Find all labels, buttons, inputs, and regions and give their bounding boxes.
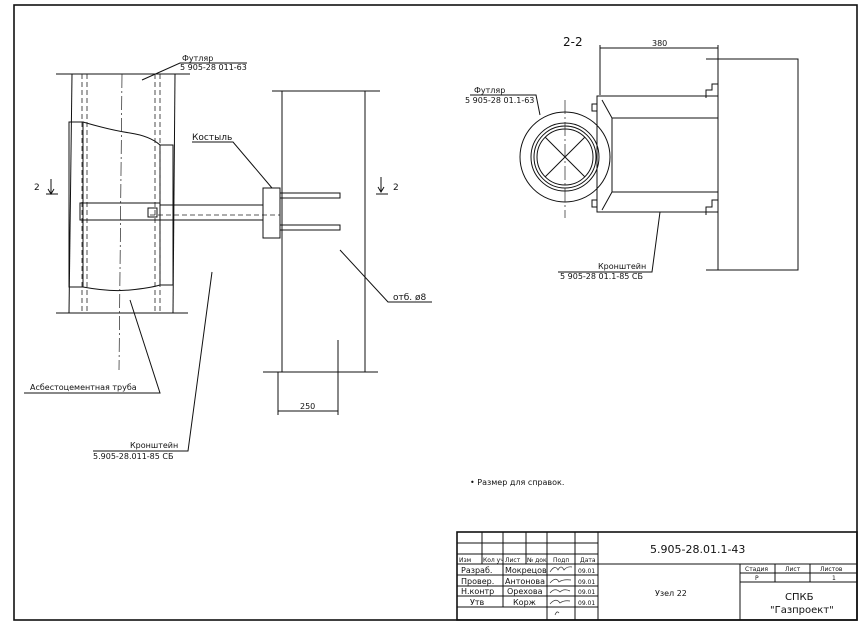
svg-text:Кол уч: Кол уч — [483, 557, 504, 564]
label-hole: отб. ø8 — [393, 293, 427, 303]
label-bracket-code: 5.905-28.011-85 СБ — [93, 452, 173, 461]
dimension-380: 380 — [652, 39, 667, 48]
drawing-frame — [13, 4, 858, 621]
bracket-rod — [159, 204, 264, 221]
note-reference-size: • Размер для справок. — [470, 478, 564, 487]
label-bracket-right: Кронштейн — [598, 262, 646, 271]
label-bracket-code-right: 5 905-28 01.1-85 СБ — [560, 272, 643, 281]
svg-text:Подп: Подп — [553, 557, 569, 564]
label-crutch: Костыль — [192, 133, 232, 143]
svg-text:Провер.: Провер. — [461, 577, 494, 586]
org-name: СПКБ — [785, 592, 814, 603]
svg-text:Дата: Дата — [580, 557, 596, 564]
svg-text:Антонова: Антонова — [505, 577, 545, 586]
svg-text:Разраб.: Разраб. — [461, 566, 492, 575]
svg-text:09.01: 09.01 — [578, 600, 595, 607]
drawing-name: Узел 22 — [655, 589, 687, 598]
signature-row: Провер. Антонова 09.01 — [461, 577, 595, 586]
svg-text:№ док: № док — [527, 557, 547, 564]
title-block: Изм Кол уч Лист № док Подп Дата Разраб. … — [456, 531, 858, 621]
label-casing-right: Футляр — [474, 86, 505, 95]
sheet-header: Лист — [785, 566, 801, 573]
label-casing-code: 5 905-28 011-63 — [180, 63, 247, 72]
svg-text:Н.контр: Н.контр — [461, 587, 494, 596]
stage-header: Стадия — [745, 566, 768, 573]
sheets-value: 1 — [832, 575, 836, 582]
section-title: 2-2 — [563, 35, 583, 49]
sheets-header: Листов — [820, 566, 843, 573]
insulation-left — [68, 121, 84, 288]
doc-number: 5.905-28.01.1-43 — [650, 543, 745, 556]
svg-text:Изм: Изм — [459, 557, 471, 564]
svg-text:09.01: 09.01 — [578, 589, 595, 596]
left-view: 2 2 Футляр 5 905-28 011-63 Костыль отб. … — [24, 54, 432, 461]
mounting-plate — [262, 187, 281, 239]
svg-text:Утв: Утв — [470, 598, 485, 607]
svg-text:09.01: 09.01 — [578, 579, 595, 586]
signature-row: Н.контр Орехова 09.01 — [461, 587, 595, 596]
label-casing: Футляр — [182, 54, 213, 63]
section-mark-left: 2 — [34, 183, 40, 193]
wall-right — [717, 58, 799, 271]
svg-text:Лист: Лист — [505, 557, 521, 564]
org-name-2: "Газпроект" — [770, 605, 834, 616]
svg-text:Мокрецов: Мокрецов — [505, 566, 547, 575]
wall-left — [281, 90, 366, 373]
title-block-headers: Изм Кол уч Лист № док Подп Дата — [459, 557, 596, 564]
svg-text:Орехова: Орехова — [507, 587, 543, 596]
stage-value: Р — [755, 575, 759, 582]
signatures — [549, 566, 573, 616]
label-casing-code-right: 5 905-28 01.1-63 — [465, 96, 534, 105]
signature-row: Утв Корж 09.01 — [470, 598, 595, 607]
right-view: 2-2 380 Футляр 5 905-28 01.1-63 Кронштей… — [465, 35, 799, 281]
dimension-250: 250 — [300, 402, 315, 411]
section-mark-right: 2 — [393, 183, 399, 193]
svg-text:Корж: Корж — [513, 598, 536, 607]
signature-row: Разраб. Мокрецов 09.01 — [461, 566, 595, 575]
label-bracket: Кронштейн — [130, 441, 178, 450]
svg-text:09.01: 09.01 — [578, 568, 595, 575]
label-asbestos-pipe: Асбестоцементная труба — [30, 383, 137, 392]
